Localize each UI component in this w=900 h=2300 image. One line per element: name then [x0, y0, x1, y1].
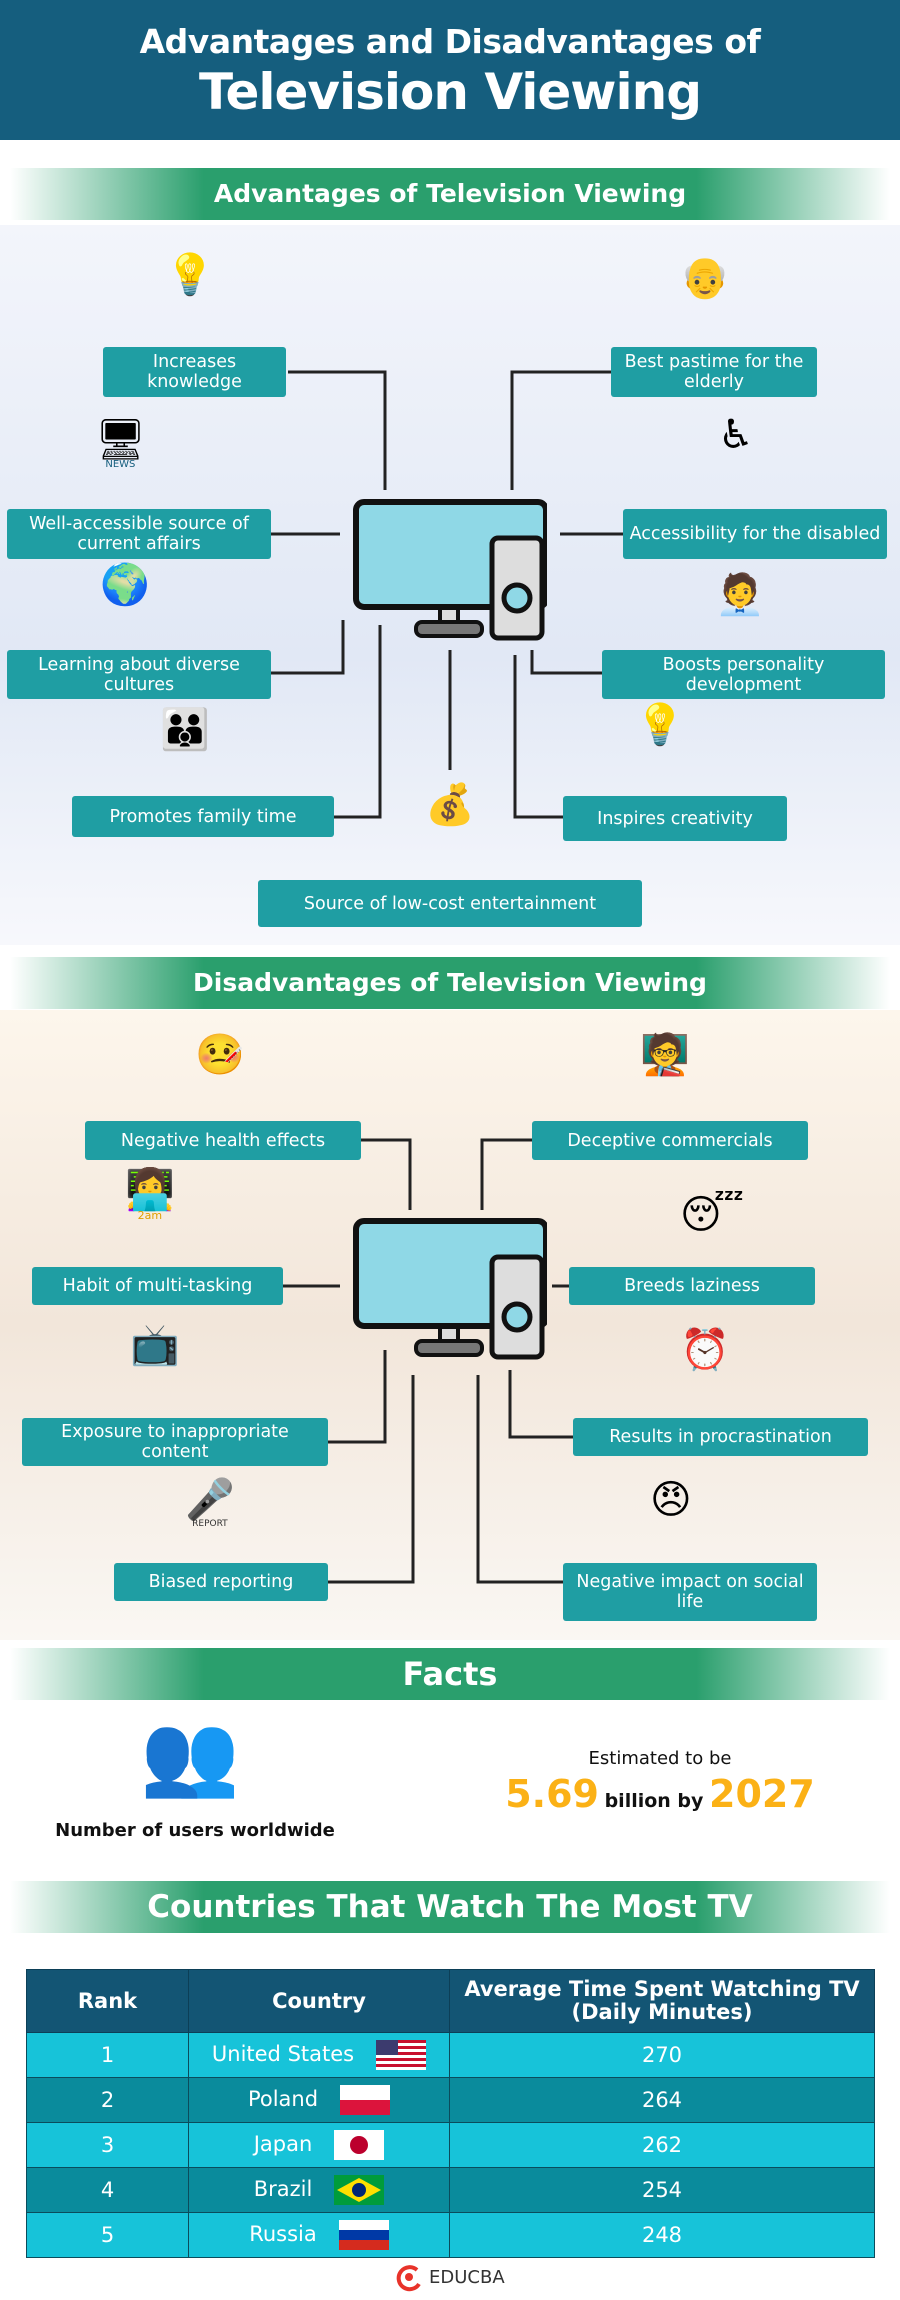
countries-banner: Countries That Watch The Most TV	[10, 1881, 890, 1933]
brazil-flag-icon	[334, 2175, 385, 2205]
minutes-cell: 270	[449, 2032, 875, 2078]
table-row: 2 Poland 264	[26, 2077, 875, 2123]
minutes-cell: 254	[449, 2167, 875, 2213]
country-cell: Poland	[188, 2077, 450, 2123]
sick-person-icon: 🤒	[195, 1032, 245, 1078]
disadvantages-banner: Disadvantages of Television Viewing	[10, 957, 890, 1009]
country-cell: Japan	[188, 2122, 450, 2168]
country-name: Poland	[247, 2087, 319, 2111]
col-country: Country	[188, 1969, 450, 2033]
dis-procrastination: Results in procrastination	[573, 1418, 868, 1456]
rank-cell: 4	[26, 2167, 189, 2213]
poland-flag-icon	[340, 2085, 391, 2115]
adv-family-time: Promotes family time	[72, 796, 334, 837]
brand-name: EDUCBA	[429, 2266, 505, 2288]
rank-cell: 3	[26, 2122, 189, 2168]
television-icon	[352, 498, 549, 647]
minutes-cell: 248	[449, 2212, 875, 2258]
country-cell: Russia	[188, 2212, 450, 2258]
educba-logo-icon	[396, 2265, 421, 2292]
globe-people-icon: 🌍	[100, 562, 150, 608]
dis-social-life: Negative impact on social life	[563, 1563, 817, 1621]
country-name: Japan	[253, 2132, 313, 2156]
educba-logo: EDUCBA	[395, 2262, 505, 2292]
adv-personality: Boosts personality development	[602, 650, 885, 699]
elderly-tv-icon: 👴	[680, 255, 730, 301]
news-monitor-icon: 🖥NEWS	[95, 417, 146, 470]
col-rank: Rank	[26, 1969, 189, 2033]
personality-icon: 🧑‍💼	[715, 572, 765, 618]
adv-increases-knowledge: Increases knowledge	[103, 347, 286, 397]
adv-best-pastime: Best pastime for the elderly	[611, 347, 817, 397]
title-line2: Television Viewing	[199, 63, 702, 121]
estimate-prefix: Estimated to be	[588, 1748, 732, 1769]
dis-biased-reporting: Biased reporting	[114, 1563, 328, 1601]
country-cell: Brazil	[188, 2167, 450, 2213]
country-name: United States	[211, 2042, 355, 2066]
russia-flag-icon	[338, 2220, 389, 2250]
countries-table: Rank Country Average Time Spent Watching…	[26, 1969, 875, 2258]
adv-diverse-cultures: Learning about diverse cultures	[7, 650, 271, 699]
deceptive-ad-icon: 🧑‍🏫	[640, 1032, 690, 1078]
adv-creativity: Inspires creativity	[563, 796, 787, 841]
coins-icon: 💰	[425, 782, 475, 828]
minutes-cell: 264	[449, 2077, 875, 2123]
header: Advantages and Disadvantages of Televisi…	[0, 0, 900, 140]
procrastination-icon: ⏰	[680, 1327, 730, 1373]
table-row: 1 United States 270	[26, 2032, 875, 2078]
rank-cell: 2	[26, 2077, 189, 2123]
us-flag-icon	[376, 2040, 427, 2070]
wheelchair-icon: ♿	[718, 412, 754, 458]
multitasking-icon: 👩‍💻2am	[125, 1167, 175, 1222]
table-row: 5 Russia 248	[26, 2212, 875, 2258]
table-row: 3 Japan 262	[26, 2122, 875, 2168]
minutes-cell: 262	[449, 2122, 875, 2168]
japan-flag-icon	[334, 2130, 385, 2160]
users-label: Number of users worldwide	[55, 1820, 335, 1841]
sleeping-desk-icon: 😴	[680, 1192, 745, 1238]
inappropriate-screen-icon: 📺	[130, 1322, 180, 1368]
country-name: Brazil	[253, 2177, 313, 2201]
dis-laziness: Breeds laziness	[569, 1267, 815, 1305]
dis-health-effects: Negative health effects	[85, 1121, 361, 1160]
television-icon-2	[352, 1217, 549, 1366]
estimate-line: 5.69 billion by 2027	[480, 1772, 840, 1816]
reporter-icon: 🎤REPORT	[185, 1477, 235, 1529]
facts-banner: Facts	[10, 1648, 890, 1700]
table-row: 4 Brazil 254	[26, 2167, 875, 2213]
knowledge-icon: 💡	[165, 252, 215, 298]
dis-deceptive-commercials: Deceptive commercials	[532, 1121, 808, 1160]
dis-multitasking: Habit of multi-tasking	[32, 1267, 283, 1305]
estimate-year: 2027	[709, 1772, 815, 1816]
family-tv-icon: 👪	[160, 707, 210, 753]
creativity-bulb-icon: 💡	[635, 702, 685, 748]
user-count-value: 5.69	[505, 1772, 599, 1816]
adv-current-affairs: Well-accessible source of current affair…	[7, 509, 271, 559]
table-header: Rank Country Average Time Spent Watching…	[26, 1969, 875, 2033]
angry-person-icon: 😠	[650, 1477, 692, 1523]
user-count-unit: billion by	[604, 1790, 704, 1812]
dis-inappropriate-content: Exposure to inappropriate content	[22, 1418, 328, 1466]
adv-accessibility: Accessibility for the disabled	[623, 509, 887, 559]
rank-cell: 5	[26, 2212, 189, 2258]
title-line1: Advantages and Disadvantages of	[139, 22, 761, 61]
country-name: Russia	[249, 2222, 317, 2246]
rank-cell: 1	[26, 2032, 189, 2078]
col-minutes: Average Time Spent Watching TV (Daily Mi…	[449, 1969, 875, 2033]
advantages-banner: Advantages of Television Viewing	[10, 168, 890, 220]
adv-low-cost: Source of low-cost entertainment	[258, 880, 642, 927]
country-cell: United States	[188, 2032, 450, 2078]
users-group-icon: 👥	[140, 1708, 240, 1801]
